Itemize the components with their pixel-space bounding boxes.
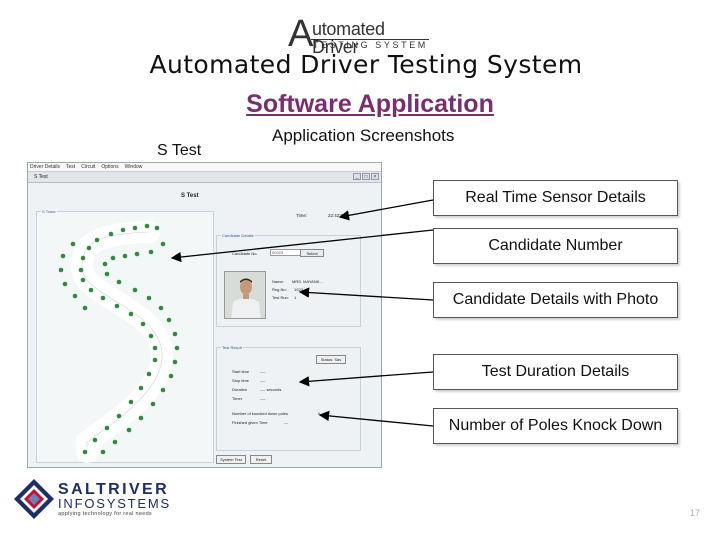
timer-label: Timer — [232, 396, 243, 401]
status-button[interactable]: Status: Sav — [316, 355, 346, 364]
candidate-no-label: Candidate No. — [232, 251, 258, 256]
app-menubar: Driver Details Test Circuit Options Window — [28, 163, 381, 172]
app-titlebar: S Test — [28, 172, 381, 183]
duration-value: ---- seconds — [260, 387, 282, 392]
maximize-button[interactable]: □ — [362, 173, 370, 180]
menu-item-driver-details[interactable]: Driver Details — [30, 164, 61, 170]
finished-time-value: --- — [284, 420, 288, 425]
duration-label: Duration — [232, 387, 248, 392]
stop-time-label: Stop time — [232, 378, 249, 383]
page-title: Automated Driver Testing System — [149, 50, 583, 79]
menu-item-options[interactable]: Options — [101, 164, 119, 170]
regno-value: 1023 — [294, 287, 303, 292]
time-label: Time: — [296, 213, 308, 218]
app-screenshot-window: Driver Details Test Circuit Options Window S… — [27, 162, 382, 468]
callout-real-time-sensor: Real Time Sensor Details — [433, 180, 678, 216]
select-button[interactable]: Select — [300, 249, 324, 257]
company-subname: INFOSYSTEMS — [58, 496, 171, 511]
screenshots-label: Application Screenshots — [272, 126, 455, 145]
test-heading: S Test — [181, 193, 199, 199]
system-test-button[interactable]: System Test — [216, 455, 246, 464]
menu-item-test[interactable]: Test — [66, 164, 76, 170]
company-name: SALTRIVER — [58, 481, 170, 498]
stop-time-value: ---- — [260, 378, 266, 383]
callout-candidate-details: Candidate Details with Photo — [433, 282, 678, 318]
candidate-photo — [224, 271, 266, 319]
reset-button[interactable]: Reset — [250, 455, 272, 464]
menu-item-window[interactable]: Window — [124, 164, 143, 170]
logo-text: utomated Driver — [312, 19, 385, 57]
test-result-panel: Test Result — [216, 345, 361, 451]
candidate-panel-caption: Candidate Details — [221, 233, 255, 238]
company-tagline: applying technology for real needs — [58, 511, 152, 517]
time-value: 22:42:0 — [328, 213, 344, 218]
minimize-button[interactable]: _ — [353, 173, 361, 180]
name-label: Name: — [272, 279, 284, 284]
menu-item-circuit[interactable]: Circuit — [81, 164, 96, 170]
sensor-dots — [58, 223, 180, 455]
page-number: 17 — [690, 508, 701, 518]
s-test-label: S Test — [157, 142, 202, 159]
logo-letter: A — [288, 13, 314, 55]
regno-label: Reg.No: — [272, 287, 287, 292]
s-track-diagram — [58, 221, 180, 463]
name-value: MRS. MAYANK... — [292, 279, 323, 284]
callout-candidate-number: Candidate Number — [433, 228, 678, 264]
testrun-value: 1 — [294, 295, 297, 300]
timer-value: ---- — [260, 396, 266, 401]
poles-knocked-label: Number of knocked down poles — [232, 411, 289, 416]
start-time-label: Start time — [232, 369, 250, 374]
track-caption: S Track — [41, 209, 57, 214]
finished-time-label: Finished given Time — [232, 420, 268, 425]
person-icon — [225, 272, 265, 318]
close-button[interactable]: × — [371, 173, 379, 180]
page-subtitle: Software Application — [246, 90, 494, 118]
candidate-details-panel: Candidate Details — [216, 233, 361, 327]
start-time-value: ---- — [260, 369, 266, 374]
testrun-label: Test Run: — [272, 295, 289, 300]
saltriver-logo-icon — [14, 479, 54, 519]
callout-poles-knock-down: Number of Poles Knock Down — [433, 408, 678, 444]
callout-test-duration: Test Duration Details — [433, 354, 678, 390]
logo-subtext: TESTING SYSTEM — [311, 39, 429, 50]
window-controls: _ □ × — [353, 173, 379, 180]
test-result-caption: Test Result — [221, 345, 243, 350]
track-panel: S Track — [36, 209, 214, 463]
automated-driver-logo: A utomated Driver TESTING SYSTEM — [288, 14, 433, 56]
